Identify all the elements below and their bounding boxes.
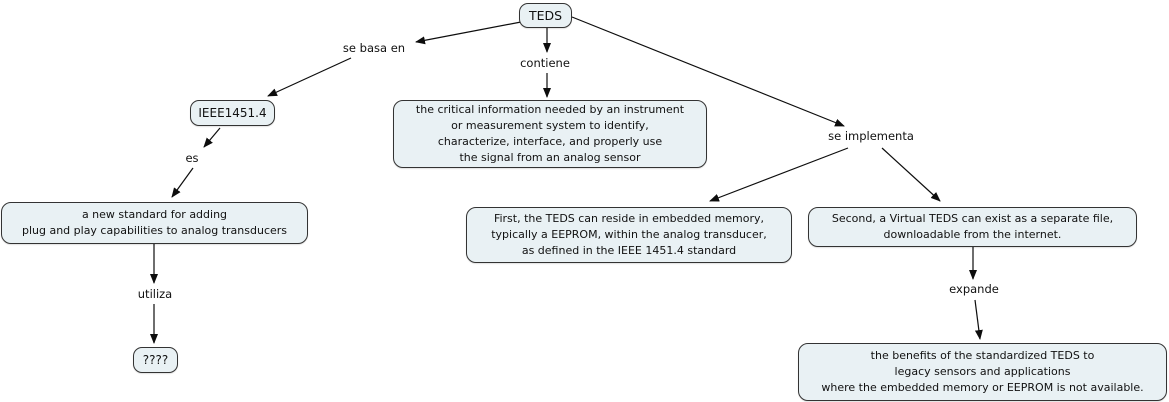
edge-ieee-to-es-line (203, 127, 221, 148)
concept-node-benefits[interactable]: the benefits of the standardized TEDS to… (798, 343, 1167, 401)
concept-node-unknown[interactable]: ???? (133, 347, 178, 373)
link-label-es[interactable]: es (183, 151, 201, 165)
link-label-se-basa-en[interactable]: se basa en (340, 41, 408, 55)
edge-sebasaen-to-ieee-line (267, 57, 352, 97)
concept-node-ieee1451-4[interactable]: IEEE1451.4 (190, 100, 275, 126)
edge-expande-to-benefits-line (974, 299, 983, 340)
edge-seimplementa-to-first-line (709, 147, 849, 202)
edge-es-to-newstandard-line (171, 167, 194, 198)
concept-node-critical-information[interactable]: the critical information needed by an in… (393, 100, 707, 168)
edge-seimplementa-to-second-line (881, 147, 941, 202)
concept-node-embedded-teds[interactable]: First, the TEDS can reside in embedded m… (466, 207, 792, 263)
link-label-utiliza[interactable]: utiliza (135, 287, 175, 301)
link-label-expande[interactable]: expande (947, 282, 1001, 296)
edge-teds-to-sebasaen-line (415, 21, 522, 45)
link-label-contiene[interactable]: contiene (518, 56, 572, 70)
link-label-se-implementa[interactable]: se implementa (826, 129, 916, 143)
concept-node-teds[interactable]: TEDS (519, 3, 572, 28)
concept-node-new-standard[interactable]: a new standard for adding plug and play … (1, 202, 308, 244)
concept-node-virtual-teds[interactable]: Second, a Virtual TEDS can exist as a se… (808, 207, 1137, 247)
